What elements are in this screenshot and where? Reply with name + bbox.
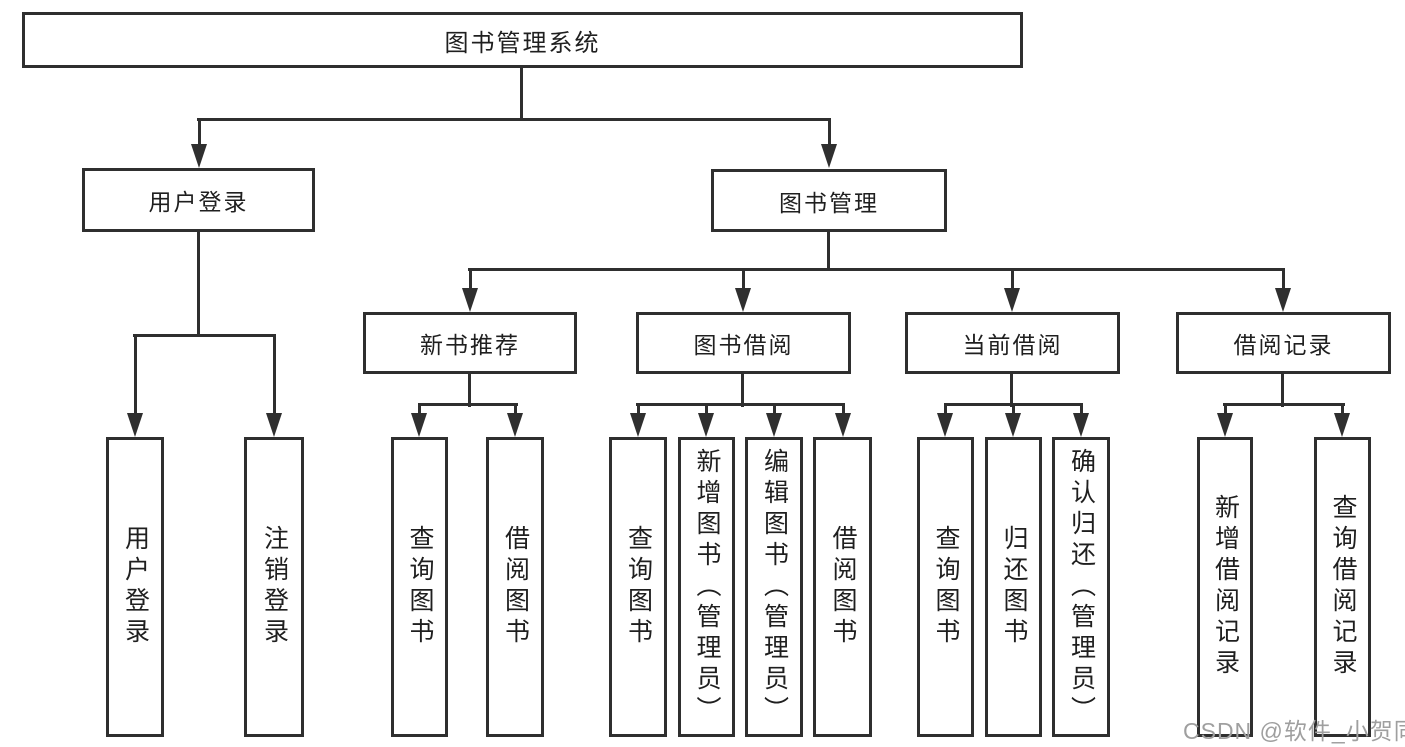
node-library-system: 图书管理系统 xyxy=(22,12,1023,68)
arrow-down xyxy=(462,268,478,312)
leaf-edit-book-admin: 编辑图书（管理员） xyxy=(745,437,803,737)
leaf-logout: 注销登录 xyxy=(244,437,304,737)
leaf-query-books-recommend: 查询图书 xyxy=(391,437,448,737)
node-user-login: 用户登录 xyxy=(82,168,315,232)
arrow-down xyxy=(1005,403,1021,437)
arrow-down xyxy=(630,403,646,437)
arrow-down xyxy=(266,334,282,437)
connector-line xyxy=(197,118,831,121)
watermark: CSDN @软件_小贺同学 xyxy=(1183,718,1405,744)
leaf-borrow-books: 借阅图书 xyxy=(813,437,872,737)
arrow-down xyxy=(735,268,751,312)
leaf-return-books: 归还图书 xyxy=(985,437,1042,737)
arrow-down xyxy=(835,403,851,437)
connector-line xyxy=(636,403,845,406)
arrow-down xyxy=(766,403,782,437)
arrow-down xyxy=(191,118,207,168)
node-borrow-records: 借阅记录 xyxy=(1176,312,1391,374)
arrow-down xyxy=(1275,268,1291,312)
arrow-down xyxy=(1004,268,1020,312)
arrow-down xyxy=(698,403,714,437)
connector-line xyxy=(418,403,518,406)
arrow-down xyxy=(1217,403,1233,437)
connector-line xyxy=(1281,374,1284,407)
leaf-query-books-current: 查询图书 xyxy=(917,437,974,737)
leaf-user-login: 用户登录 xyxy=(106,437,164,737)
arrow-down xyxy=(1073,403,1089,437)
connector-line xyxy=(1010,374,1013,407)
connector-line xyxy=(197,232,200,337)
arrow-down xyxy=(127,334,143,437)
arrow-down xyxy=(1334,403,1350,437)
leaf-add-borrow-record: 新增借阅记录 xyxy=(1197,437,1253,737)
node-new-book-recommend: 新书推荐 xyxy=(363,312,577,374)
leaf-borrow-books-recommend: 借阅图书 xyxy=(486,437,544,737)
connector-line xyxy=(133,334,276,337)
connector-line xyxy=(1223,403,1345,406)
connector-line xyxy=(827,232,830,271)
node-current-borrow: 当前借阅 xyxy=(905,312,1120,374)
node-book-management: 图书管理 xyxy=(711,169,947,232)
connector-line xyxy=(468,374,471,407)
leaf-query-books-borrow: 查询图书 xyxy=(609,437,667,737)
arrow-down xyxy=(411,403,427,437)
arrow-down xyxy=(937,403,953,437)
arrow-down xyxy=(507,403,523,437)
connector-line xyxy=(468,268,1285,271)
arrow-down xyxy=(821,118,837,168)
connector-line xyxy=(741,374,744,407)
leaf-query-borrow-record: 查询借阅记录 xyxy=(1314,437,1371,737)
leaf-confirm-return-admin: 确认归还（管理员） xyxy=(1052,437,1110,737)
leaf-add-book-admin: 新增图书（管理员） xyxy=(678,437,735,737)
connector-line xyxy=(520,68,523,120)
node-book-borrow: 图书借阅 xyxy=(636,312,851,374)
